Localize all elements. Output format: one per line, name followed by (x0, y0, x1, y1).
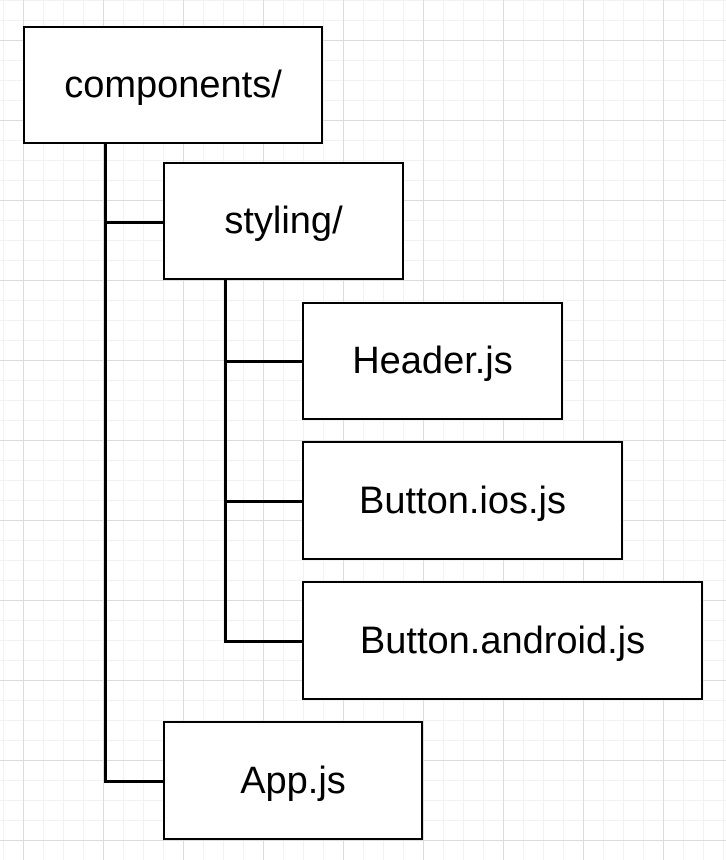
connector-styling-trunk (224, 280, 227, 643)
node-components[interactable]: components/ (23, 26, 323, 144)
node-app-js[interactable]: App.js (163, 721, 423, 840)
node-button-ios-js[interactable]: Button.ios.js (302, 441, 623, 560)
node-button-ios-js-label: Button.ios.js (359, 479, 566, 522)
node-app-js-label: App.js (240, 759, 346, 802)
connector-styling-to-button-ios (224, 500, 303, 503)
connector-styling-to-button-android (224, 640, 303, 643)
connector-styling-to-header (224, 360, 303, 363)
node-components-label: components/ (64, 64, 282, 106)
node-styling[interactable]: styling/ (163, 162, 404, 280)
node-styling-label: styling/ (224, 200, 343, 242)
connector-components-to-app (104, 780, 164, 783)
node-button-android-js-label: Button.android.js (359, 619, 646, 662)
node-header-js[interactable]: Header.js (302, 302, 563, 420)
connector-root-trunk (104, 144, 107, 780)
node-header-js-label: Header.js (352, 340, 513, 382)
node-button-android-js[interactable]: Button.android.js (302, 581, 703, 700)
connector-components-to-styling (104, 221, 164, 224)
